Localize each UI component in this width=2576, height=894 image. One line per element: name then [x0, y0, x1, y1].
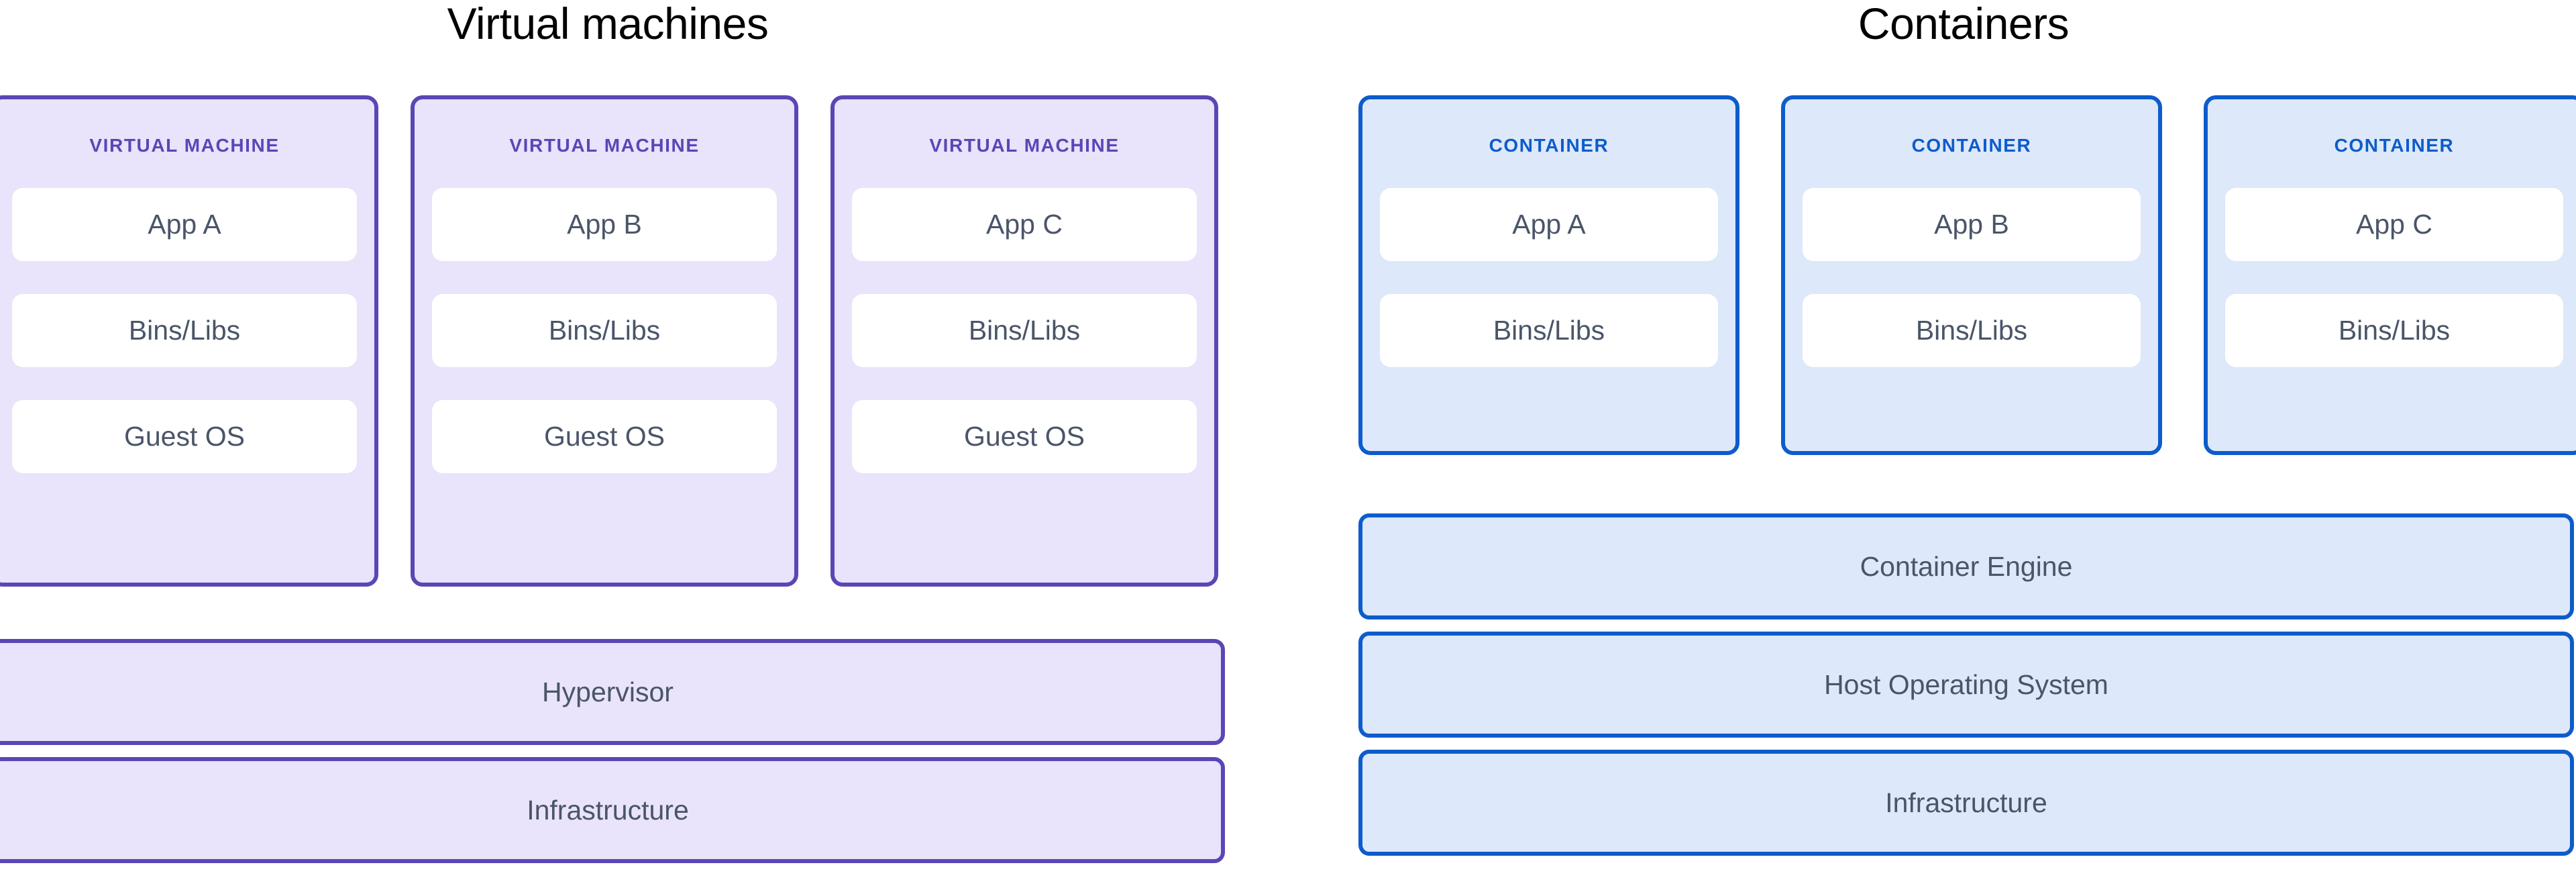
vm-bar-hypervisor[interactable]: Hypervisor [0, 639, 1225, 745]
vm-base-stack: Hypervisor Infrastructure [0, 639, 1225, 863]
container-card-label: CONTAINER [2334, 135, 2455, 156]
vm-card-row: VIRTUAL MACHINE App A Bins/Libs Guest OS… [0, 95, 1218, 587]
vm-layer-app: App B [432, 188, 777, 261]
vm-card-label: VIRTUAL MACHINE [89, 135, 280, 156]
panel-title-virtual-machines: Virtual machines [447, 0, 769, 48]
vm-layer-bins-libs: Bins/Libs [432, 294, 777, 367]
vm-layer-guest-os: Guest OS [852, 400, 1197, 473]
container-card-row: CONTAINER App A Bins/Libs CONTAINER App … [1358, 95, 2576, 455]
container-layer-bins-libs: Bins/Libs [1380, 294, 1718, 367]
vm-card-label: VIRTUAL MACHINE [929, 135, 1120, 156]
panel-virtual-machines: Virtual machines VIRTUAL MACHINE App A B… [0, 0, 1225, 863]
container-card[interactable]: CONTAINER App B Bins/Libs [1781, 95, 2162, 455]
vm-card[interactable]: VIRTUAL MACHINE App A Bins/Libs Guest OS [0, 95, 378, 587]
vm-card[interactable]: VIRTUAL MACHINE App C Bins/Libs Guest OS [830, 95, 1218, 587]
panel-title-containers: Containers [1858, 0, 2070, 48]
container-card[interactable]: CONTAINER App A Bins/Libs [1358, 95, 1739, 455]
container-card-label: CONTAINER [1911, 135, 2032, 156]
container-layer-app: App C [2225, 188, 2563, 261]
container-layer-bins-libs: Bins/Libs [2225, 294, 2563, 367]
container-base-stack: Container Engine Host Operating System I… [1358, 513, 2574, 856]
vm-card[interactable]: VIRTUAL MACHINE App B Bins/Libs Guest OS [411, 95, 798, 587]
vm-layer-app: App A [12, 188, 357, 261]
container-bar-host-operating-system[interactable]: Host Operating System [1358, 632, 2574, 738]
container-layer-app: App A [1380, 188, 1718, 261]
container-layer-app: App B [1803, 188, 2141, 261]
container-card[interactable]: CONTAINER App C Bins/Libs [2204, 95, 2576, 455]
vm-layer-bins-libs: Bins/Libs [852, 294, 1197, 367]
container-bar-container-engine[interactable]: Container Engine [1358, 513, 2574, 619]
panel-containers: Containers CONTAINER App A Bins/Libs CON… [1358, 0, 2576, 856]
vm-layer-guest-os: Guest OS [432, 400, 777, 473]
vm-bar-infrastructure[interactable]: Infrastructure [0, 757, 1225, 863]
container-layer-bins-libs: Bins/Libs [1803, 294, 2141, 367]
vm-card-label: VIRTUAL MACHINE [509, 135, 700, 156]
vm-layer-app: App C [852, 188, 1197, 261]
container-bar-infrastructure[interactable]: Infrastructure [1358, 750, 2574, 856]
vm-layer-guest-os: Guest OS [12, 400, 357, 473]
container-card-label: CONTAINER [1489, 135, 1609, 156]
vm-layer-bins-libs: Bins/Libs [12, 294, 357, 367]
